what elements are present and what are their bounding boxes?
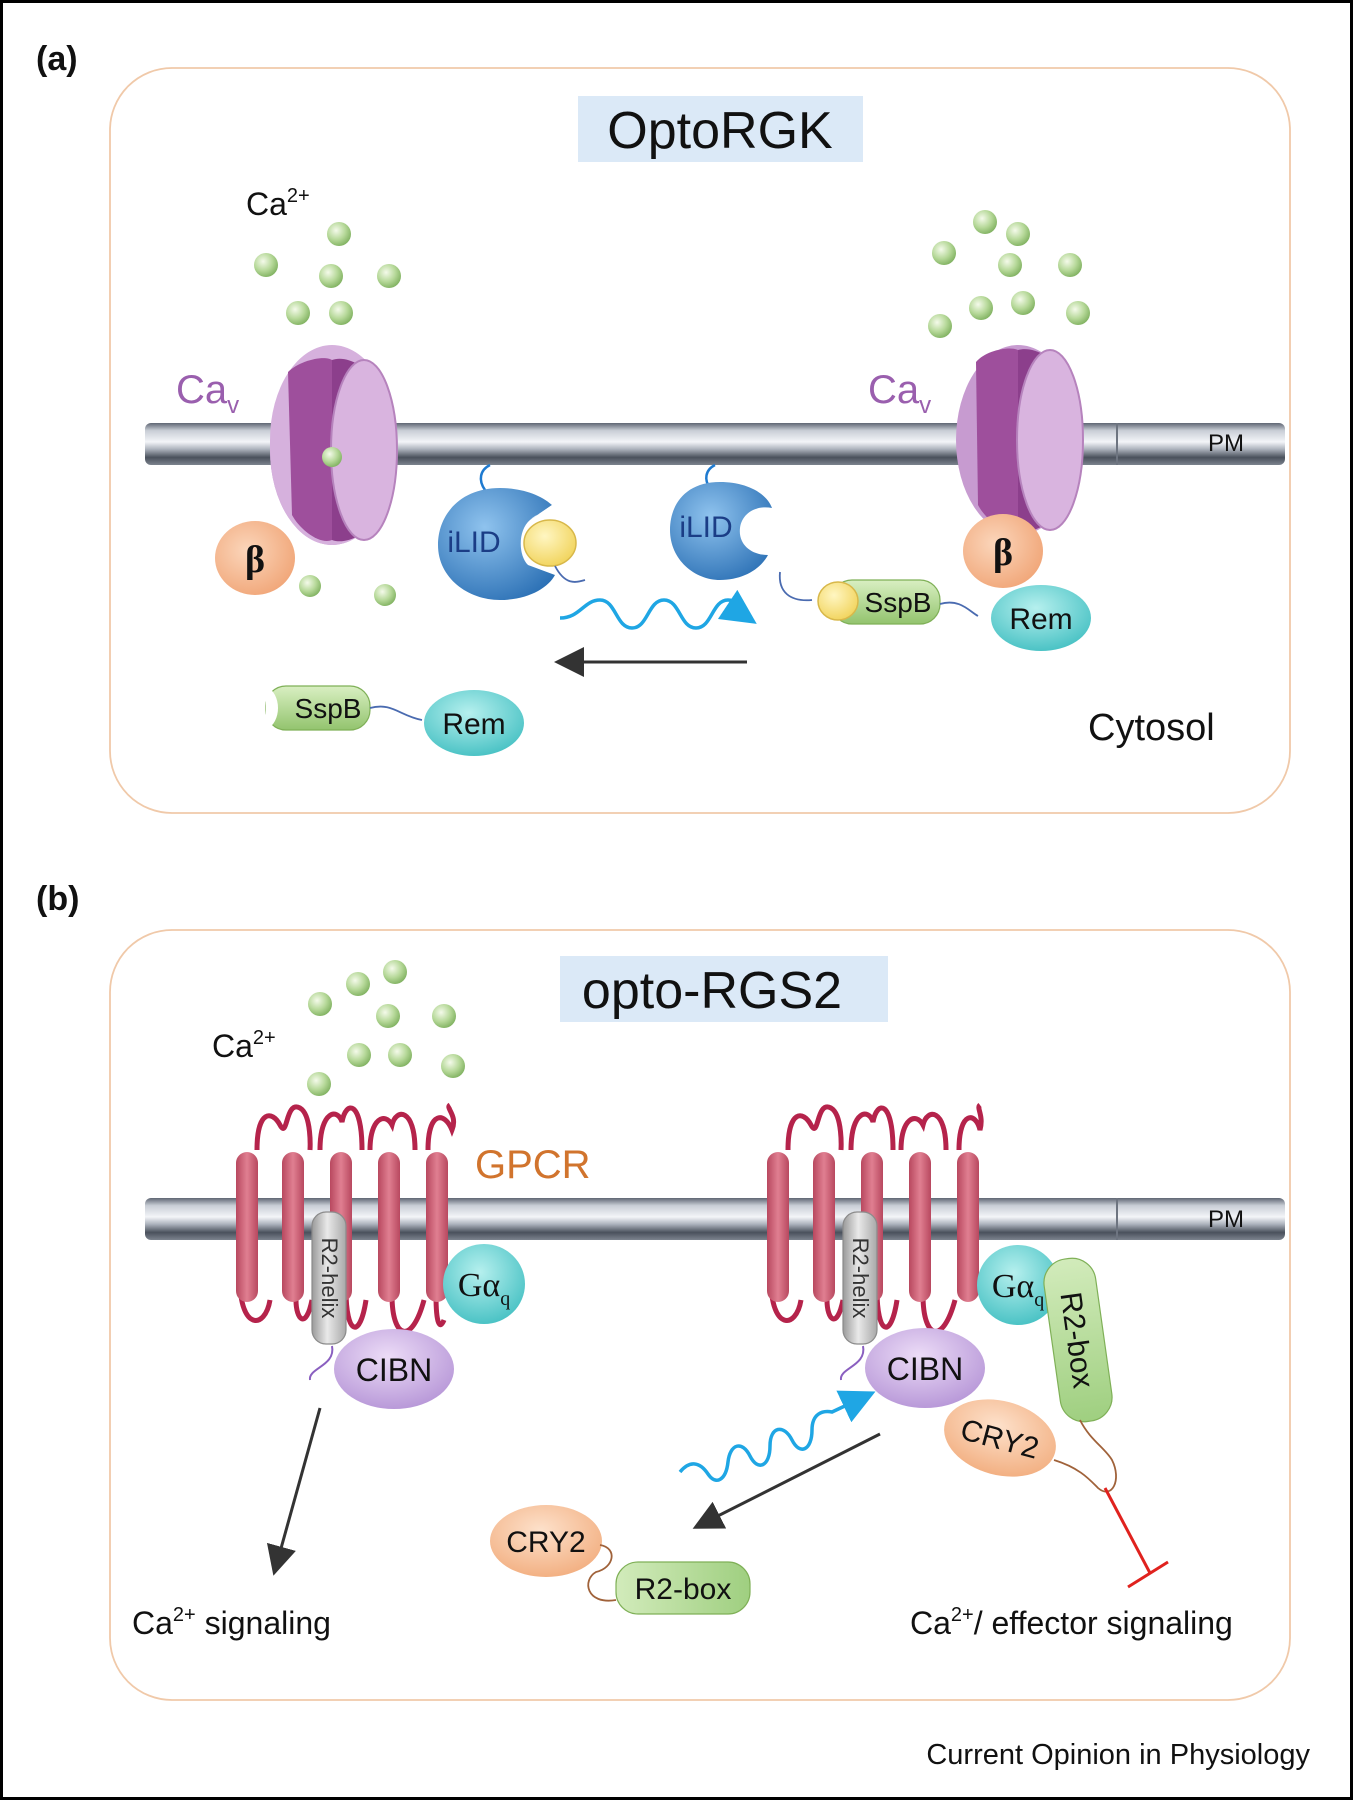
svg-text:CRY2: CRY2 bbox=[506, 1526, 585, 1559]
cav-label-left: Cav bbox=[176, 368, 239, 419]
panel-b-title: opto-RGS2 bbox=[582, 962, 842, 1020]
calcium-ion-label: Ca2+ bbox=[246, 185, 310, 222]
panel-a-title: OptoRGK bbox=[607, 102, 833, 160]
panel-b-cell-frame bbox=[109, 929, 1291, 1701]
svg-text:β: β bbox=[245, 539, 265, 581]
calcium-ions-left bbox=[254, 222, 401, 325]
calcium-ion-inside-2 bbox=[374, 584, 396, 606]
r2-helix-left: R2-helix bbox=[311, 1211, 347, 1345]
svg-text:R2-helix: R2-helix bbox=[317, 1238, 342, 1319]
svg-text:Rem: Rem bbox=[1009, 603, 1072, 636]
beta-subunit-right: β bbox=[963, 514, 1043, 588]
svg-text:R2-box: R2-box bbox=[635, 1573, 732, 1606]
svg-text:R2-helix: R2-helix bbox=[848, 1238, 873, 1319]
blue-light-wave-a bbox=[559, 589, 757, 630]
cav-channel-right bbox=[956, 345, 1084, 535]
panel-a-label: (a) bbox=[36, 40, 78, 78]
calcium-signaling-label: Ca2+ signaling bbox=[132, 1604, 331, 1641]
cytosol-label: Cytosol bbox=[1088, 707, 1215, 749]
panel-b-title-box bbox=[560, 956, 888, 1022]
linker-cry2-r2box-free bbox=[587, 1544, 617, 1602]
cibn-left: CIBN bbox=[334, 1329, 454, 1409]
svg-text:iLID: iLID bbox=[679, 511, 732, 544]
svg-text:Gαq: Gαq bbox=[992, 1268, 1044, 1311]
svg-text:CIBN: CIBN bbox=[887, 1351, 963, 1387]
svg-text:CIBN: CIBN bbox=[356, 1352, 432, 1388]
svg-text:iLID: iLID bbox=[447, 526, 500, 559]
rem-bound: Rem bbox=[991, 585, 1091, 651]
gpcr-label: GPCR bbox=[475, 1143, 591, 1187]
svg-text:SspB: SspB bbox=[295, 693, 362, 724]
sspb-bound: SspB bbox=[817, 579, 941, 625]
linker-sspb-rem-bound bbox=[939, 601, 979, 617]
calcium-ion-inside-1 bbox=[299, 575, 321, 597]
cry2-free: CRY2 bbox=[490, 1505, 602, 1577]
linker-helix-cibn-right bbox=[840, 1345, 865, 1381]
linker-sspb-rem-free bbox=[369, 705, 423, 721]
pm-label-b: PM bbox=[1208, 1206, 1244, 1233]
linker-cry2-r2box-bound bbox=[1053, 1419, 1117, 1493]
dark-reversion-arrow-b bbox=[692, 1432, 881, 1529]
signal-arrow-left bbox=[266, 1407, 322, 1576]
blue-light-wave-b bbox=[678, 1390, 876, 1482]
calcium-ions-right bbox=[928, 210, 1090, 338]
cibn-right: CIBN bbox=[865, 1328, 985, 1408]
panel-b-label: (b) bbox=[36, 880, 79, 918]
r2-box-bound: R2-box bbox=[1043, 1257, 1113, 1423]
cav-channel-left bbox=[270, 345, 398, 545]
calcium-ions-b bbox=[307, 960, 465, 1096]
svg-text:Rem: Rem bbox=[442, 708, 505, 741]
gaq-right: Gαq bbox=[977, 1245, 1059, 1325]
r2-box-free: R2-box bbox=[615, 1561, 751, 1615]
svg-text:Gαq: Gαq bbox=[458, 1267, 510, 1310]
calcium-ion-label-b: Ca2+ bbox=[212, 1027, 276, 1064]
r2-helix-right: R2-helix bbox=[842, 1211, 878, 1345]
panel-a: (a) OptoRGK Ca2+ bbox=[36, 40, 1291, 814]
rem-free: Rem bbox=[424, 690, 524, 756]
panel-b: (b) opto-RGS2 Ca2+ GPCR PM bbox=[36, 880, 1291, 1701]
calcium-effector-signaling-label: Ca2+/ effector signaling bbox=[910, 1604, 1233, 1641]
beta-subunit-left: β bbox=[215, 521, 295, 595]
pm-label-a: PM bbox=[1208, 430, 1244, 457]
journal-credit: Current Opinion in Physiology bbox=[926, 1739, 1310, 1771]
sspb-free: SspB bbox=[265, 685, 371, 731]
svg-text:SspB: SspB bbox=[865, 587, 932, 618]
linker-helix-cibn-left bbox=[309, 1345, 334, 1381]
svg-text:β: β bbox=[993, 532, 1013, 574]
gaq-left: Gαq bbox=[443, 1244, 525, 1324]
cry2-bound: CRY2 bbox=[944, 1399, 1056, 1477]
ilid-left: iLID bbox=[438, 463, 586, 600]
inhibition-symbol bbox=[1103, 1487, 1169, 1589]
panel-a-title-box bbox=[578, 96, 863, 162]
ilid-right: iLID bbox=[670, 463, 813, 602]
cav-label-right: Cav bbox=[868, 368, 931, 419]
